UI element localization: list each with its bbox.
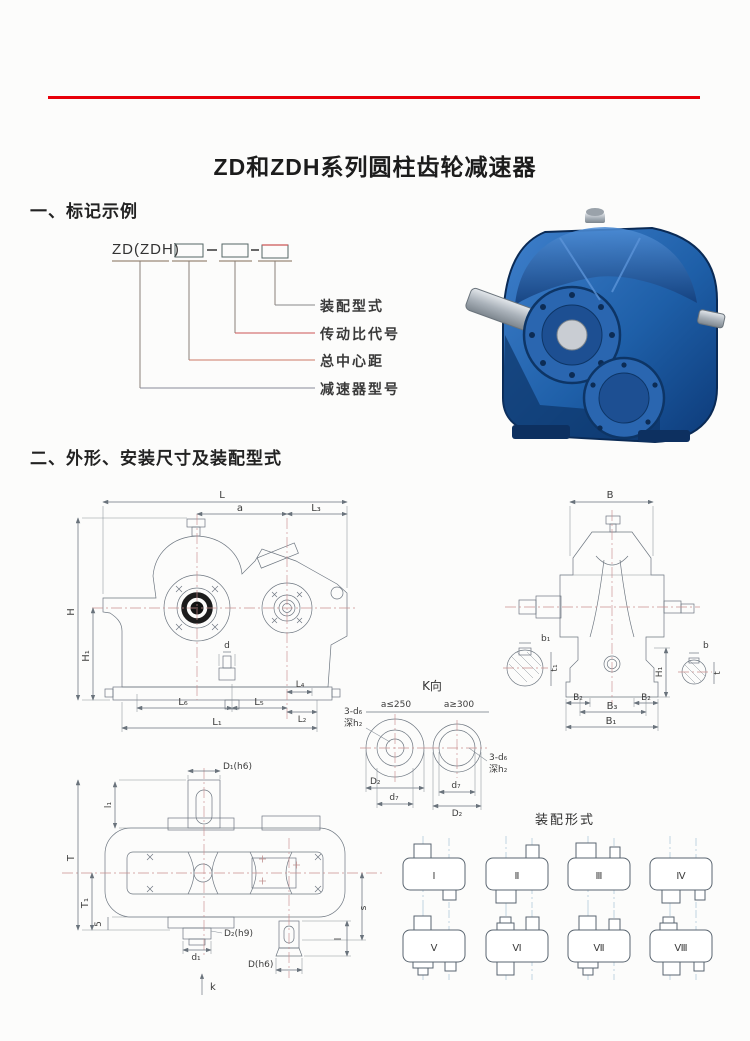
side-keyway-section-b: b t bbox=[678, 641, 723, 685]
topview-dim-l1: l₁ bbox=[104, 802, 114, 809]
front-dim-L: L bbox=[219, 490, 225, 501]
topview-dim-l: l bbox=[334, 938, 344, 941]
side-dim-H1: H₁ bbox=[655, 666, 665, 677]
assembly-form-2: Ⅱ bbox=[485, 844, 549, 904]
kview-dim-D2-right: D₂ bbox=[452, 809, 463, 819]
topview-dim-5: 5 bbox=[94, 921, 104, 927]
topview-dim-k: k bbox=[210, 982, 216, 993]
assembly-label-5: Ⅴ bbox=[431, 943, 438, 954]
topview-dim-D2h9: D₂(h9) bbox=[224, 929, 253, 939]
topview-dim-T: T bbox=[66, 854, 77, 862]
front-dim-L5: L₅ bbox=[254, 697, 264, 708]
top-view: D₁(h6) l₁ T T₁ 5 D₂(h9) d₁ s l D(h6) k bbox=[62, 762, 382, 995]
topview-bolt-marks bbox=[146, 853, 322, 893]
front-dim-L6: L₆ bbox=[178, 697, 188, 708]
kview-title: K向 bbox=[422, 678, 442, 693]
topview-dim-D: D(h6) bbox=[248, 960, 273, 970]
topview-housing bbox=[104, 827, 346, 918]
assembly-form-6: Ⅵ bbox=[485, 916, 549, 976]
designation-box-center-distance bbox=[174, 243, 204, 258]
topview-dim-D1: D₁(h6) bbox=[223, 762, 252, 772]
designation-label-ratio-code: 传动比代号 bbox=[320, 326, 400, 342]
side-view: B b₁ t₁ b t H₁ B₂ B₂ B₃ B₁ bbox=[503, 490, 723, 731]
topview-dim-s: s bbox=[359, 905, 369, 910]
assembly-form-3: Ⅲ bbox=[567, 842, 631, 891]
front-dim-L4: L₄ bbox=[296, 680, 305, 690]
kview-dim-d7-left: d₇ bbox=[389, 793, 399, 803]
designation-label-model: 减速器型号 bbox=[320, 381, 400, 397]
section1-heading: 一、标记示例 bbox=[30, 202, 138, 221]
side-dim-b: b bbox=[703, 641, 709, 651]
designation-box-assembly-type bbox=[261, 244, 289, 259]
assembly-form-8: Ⅷ bbox=[649, 916, 713, 976]
front-dim-H: H bbox=[66, 608, 77, 616]
photo-output-shaft bbox=[697, 309, 726, 329]
front-dim-a: a bbox=[237, 503, 243, 514]
kview-hole-note-left-1: 3-d₆ bbox=[344, 707, 363, 717]
kview-dim-d7-right: d₇ bbox=[451, 781, 461, 791]
assembly-form-1: Ⅰ bbox=[402, 843, 466, 901]
side-dim-B3: B₃ bbox=[607, 701, 618, 712]
side-dim-b1: b₁ bbox=[541, 634, 551, 644]
assembly-label-1: Ⅰ bbox=[433, 871, 436, 882]
assembly-label-7: Ⅶ bbox=[593, 943, 604, 954]
side-dim-B2-left: B₂ bbox=[573, 693, 583, 703]
designation-prefix: ZD(ZDH) bbox=[112, 241, 180, 258]
front-dim-L3: L₃ bbox=[311, 503, 321, 514]
kview-hole-note-left-2: 深h₂ bbox=[344, 718, 363, 729]
front-bolt-marks bbox=[175, 585, 303, 631]
topview-dim-d1: d₁ bbox=[191, 953, 201, 963]
kview-hole-note-right-2: 深h₂ bbox=[489, 764, 508, 775]
assembly-label-3: Ⅲ bbox=[596, 871, 603, 882]
assembly-label-8: Ⅷ bbox=[674, 943, 687, 954]
assembly-form-4: Ⅳ bbox=[649, 857, 713, 904]
kview-hole-note-right-1: 3-d₆ bbox=[489, 753, 508, 763]
assembly-label-2: Ⅱ bbox=[515, 871, 520, 882]
kview-dim-D2-left: D₂ bbox=[370, 777, 381, 787]
assembly-label-6: Ⅵ bbox=[512, 943, 521, 954]
designation-diagram bbox=[112, 243, 315, 389]
topview-dim-T1: T₁ bbox=[80, 898, 91, 909]
designation-leader-lines bbox=[139, 261, 315, 389]
photo-ribs bbox=[559, 237, 641, 301]
side-dim-t: t bbox=[713, 671, 723, 675]
assembly-label-4: Ⅳ bbox=[676, 871, 686, 882]
side-dim-B: B bbox=[607, 490, 614, 501]
front-housing-outline bbox=[102, 535, 348, 688]
front-dim-L1: L₁ bbox=[212, 717, 222, 728]
topview-red-marks bbox=[259, 855, 300, 885]
k-direction-view: K向 a≤250 a≥300 3-d₆ 深h₂ 3-d₆ 深h₂ D₂ d₇ d… bbox=[344, 678, 508, 819]
side-dim-t1: t₁ bbox=[550, 664, 560, 672]
front-dim-d: d bbox=[224, 641, 230, 651]
side-web-lines bbox=[589, 555, 635, 638]
front-breather-plug bbox=[256, 542, 299, 569]
designation-label-assembly-type: 装配型式 bbox=[320, 298, 384, 314]
photo-flange-bolts bbox=[529, 292, 615, 378]
assembly-form-5: Ⅴ bbox=[402, 915, 466, 976]
product-photo bbox=[465, 208, 726, 444]
page-title: ZD和ZDH系列圆柱齿轮减速器 bbox=[213, 154, 537, 181]
kview-condition-right: a≥300 bbox=[444, 700, 475, 710]
front-dim-L2: L₂ bbox=[298, 715, 307, 725]
header-red-rule bbox=[48, 96, 700, 99]
kview-condition-left: a≤250 bbox=[381, 700, 412, 710]
assembly-title: 装配形式 bbox=[535, 813, 595, 828]
side-keyway-section-b1: b₁ t₁ bbox=[503, 634, 560, 687]
photo-top-plug bbox=[585, 213, 605, 223]
front-dim-H1: H₁ bbox=[81, 650, 92, 662]
assembly-form-7: Ⅶ bbox=[567, 915, 631, 976]
assembly-forms: 装配形式 Ⅰ Ⅱ Ⅲ Ⅳ bbox=[402, 813, 713, 982]
side-dim-B1: B₁ bbox=[606, 716, 617, 727]
designation-box-ratio-code bbox=[221, 243, 249, 258]
front-view: L a L₃ H H₁ d L₆ L₅ L₄ L₂ L₁ bbox=[66, 490, 358, 732]
section2-heading: 二、外形、安装尺寸及装配型式 bbox=[30, 449, 282, 468]
designation-label-center-distance: 总中心距 bbox=[320, 353, 384, 369]
photo-housing-dome bbox=[515, 227, 697, 305]
